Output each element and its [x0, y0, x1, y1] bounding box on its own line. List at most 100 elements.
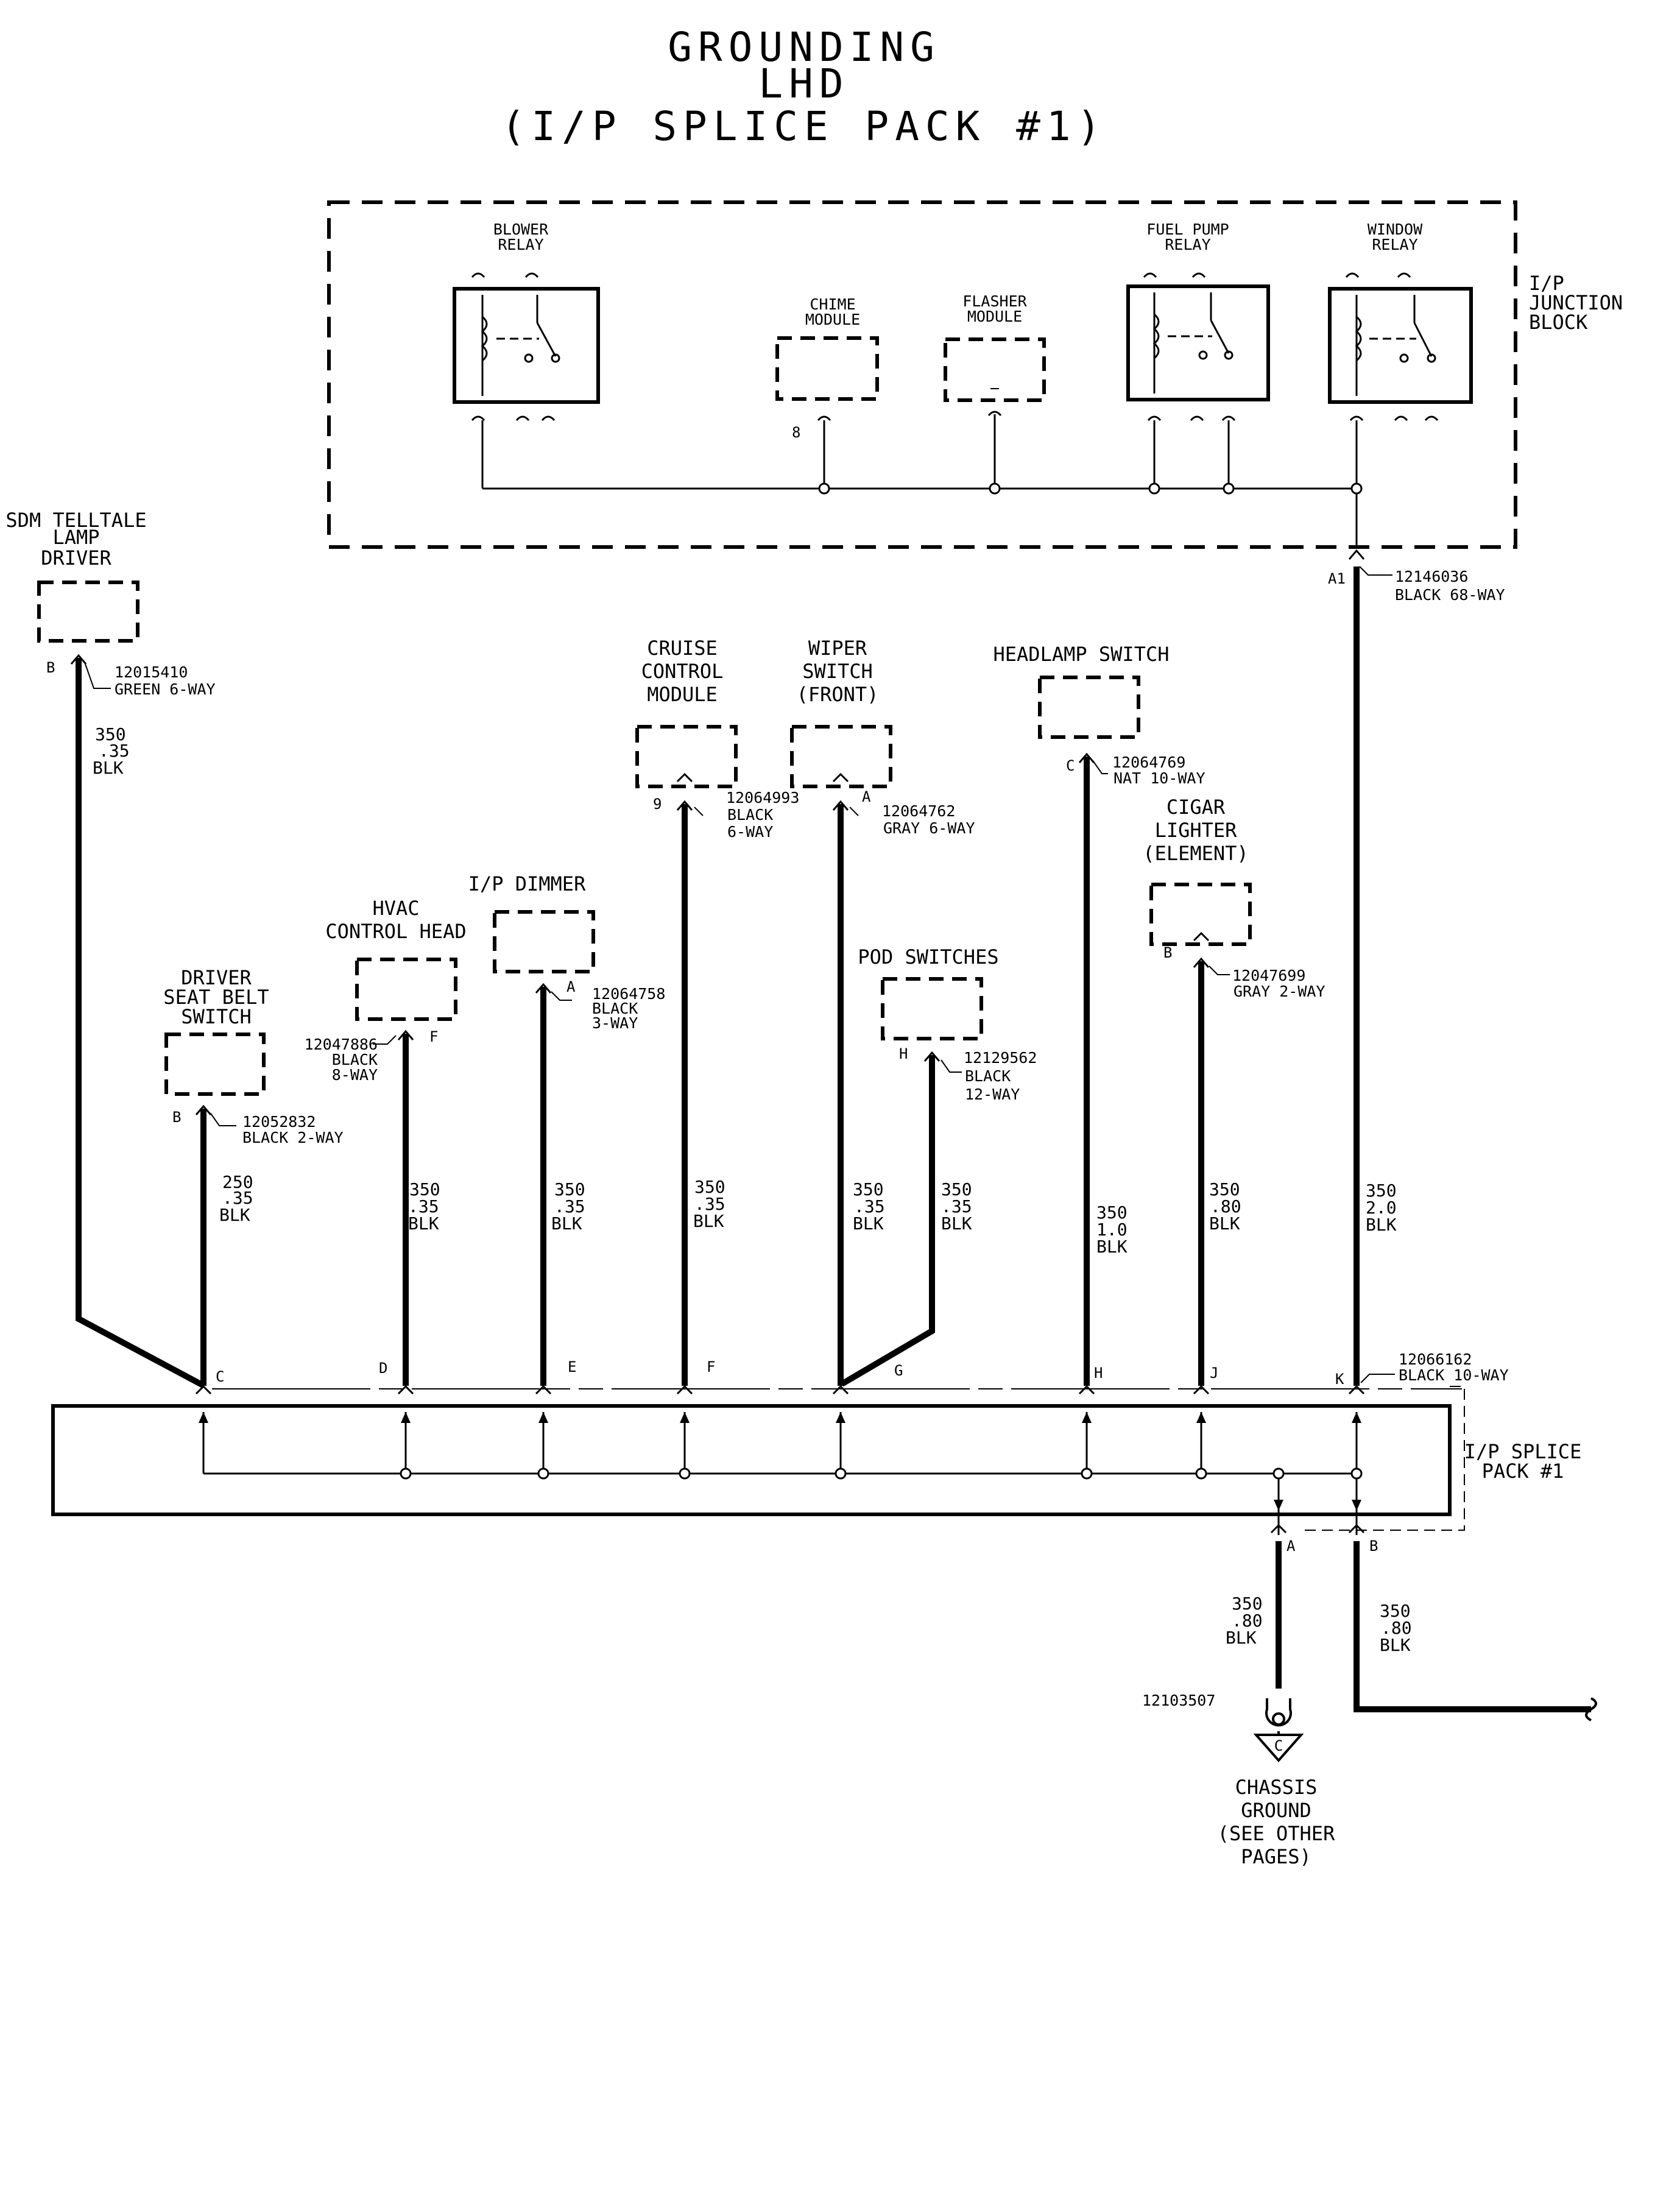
svg-text:.35: .35	[694, 1194, 725, 1214]
svg-text:BLK: BLK	[1209, 1213, 1240, 1234]
svg-text:BLK: BLK	[408, 1213, 439, 1234]
svg-text:.35: .35	[554, 1196, 585, 1216]
ground-wires	[76, 567, 1591, 1712]
svg-text:SWITCH: SWITCH	[802, 660, 873, 683]
svg-text:(FRONT): (FRONT)	[797, 683, 879, 706]
svg-text:BLK: BLK	[853, 1213, 884, 1234]
svg-text:(SEE OTHER: (SEE OTHER	[1218, 1822, 1335, 1845]
ip-dimmer: I/P DIMMER A 12064758 BLACK 3-WAY 350 .3…	[468, 872, 666, 1234]
diagram-title: GROUNDING LHD (I/P SPLICE PACK #1)	[501, 24, 1107, 150]
svg-text:.80: .80	[1381, 1618, 1412, 1638]
svg-text:12066162: 12066162	[1399, 1350, 1472, 1368]
svg-text:BLK: BLK	[693, 1211, 724, 1231]
svg-text:SDM TELLTALE: SDM TELLTALE	[5, 509, 146, 532]
blower-relay: BLOWER RELAY	[453, 221, 600, 422]
svg-text:H: H	[899, 1045, 908, 1062]
svg-text:12064758: 12064758	[592, 985, 665, 1003]
svg-text:A: A	[1286, 1537, 1296, 1555]
svg-text:A: A	[862, 788, 871, 805]
svg-text:B: B	[46, 659, 55, 676]
svg-text:BLK: BLK	[1226, 1628, 1257, 1648]
svg-text:12015410: 12015410	[115, 663, 188, 681]
svg-text:A: A	[566, 978, 576, 995]
svg-text:12064769: 12064769	[1112, 754, 1185, 771]
chassis-ground: 12103507 C CHASSIS GROUND (SEE OTHER PAG…	[1142, 1692, 1335, 1868]
fuel-pump-relay: FUEL PUMP RELAY	[1126, 221, 1270, 422]
splice-pack-terminals	[195, 1385, 1365, 1534]
splice-pack-bus-arrows	[199, 1412, 1361, 1511]
title-line-3: (I/P SPLICE PACK #1)	[501, 103, 1107, 150]
svg-text:H: H	[1094, 1364, 1103, 1382]
flasher-module: FLASHER MODULE	[944, 292, 1046, 417]
svg-text:CIGAR: CIGAR	[1166, 796, 1226, 819]
svg-text:RELAY: RELAY	[1165, 236, 1210, 253]
svg-text:BLK: BLK	[219, 1205, 250, 1225]
svg-text:6-WAY: 6-WAY	[727, 823, 773, 841]
svg-text:CRUISE: CRUISE	[647, 637, 718, 660]
svg-text:PAGES): PAGES)	[1241, 1845, 1311, 1868]
svg-text:CONTROL: CONTROL	[641, 660, 724, 683]
svg-text:(ELEMENT): (ELEMENT)	[1143, 842, 1248, 865]
jb-bus-splice-dots	[818, 482, 1363, 495]
hvac-control-head: HVAC CONTROL HEAD F 12047886 BLACK 8-WAY…	[305, 897, 467, 1234]
svg-text:SEAT BELT: SEAT BELT	[163, 986, 269, 1009]
svg-text:LIGHTER: LIGHTER	[1155, 819, 1238, 842]
svg-text:350: 350	[1366, 1181, 1397, 1201]
ip-junction-block: I/P JUNCTION BLOCK BLOWER RELAY	[327, 200, 1623, 604]
svg-text:350: 350	[95, 724, 126, 744]
svg-text:350: 350	[1232, 1594, 1263, 1614]
svg-text:POD SWITCHES: POD SWITCHES	[858, 945, 998, 969]
wiper-switch-front: WIPER SWITCH (FRONT) A 12064762 GRAY 6-W…	[790, 637, 975, 1234]
svg-text:BLK: BLK	[1096, 1237, 1128, 1257]
svg-text:2.0: 2.0	[1366, 1198, 1397, 1218]
svg-text:350: 350	[554, 1179, 585, 1199]
svg-text:D: D	[379, 1360, 387, 1377]
svg-text:C: C	[1066, 757, 1075, 774]
svg-text:BLACK 2-WAY: BLACK 2-WAY	[242, 1129, 344, 1146]
svg-text:NAT 10-WAY: NAT 10-WAY	[1114, 769, 1205, 787]
chime-module: CHIME MODULE 8	[775, 295, 879, 441]
svg-text:B: B	[172, 1109, 181, 1126]
svg-text:C: C	[216, 1368, 224, 1385]
svg-text:.35: .35	[99, 741, 130, 761]
svg-text:CHASSIS: CHASSIS	[1235, 1776, 1318, 1799]
svg-text:K: K	[1335, 1371, 1344, 1388]
cigar-lighter-element: CIGAR LIGHTER (ELEMENT) B 12047699 GRAY …	[1143, 796, 1325, 1234]
jb-connector-a1: A1 12146036 BLACK 68-WAY	[1328, 549, 1505, 604]
svg-text:350: 350	[853, 1179, 884, 1199]
splice-pack-output-b: B 350 .80 BLK	[1369, 1537, 1412, 1655]
sdm-telltale-lamp-driver: SDM TELLTALE LAMP DRIVER B 12015410 GREE…	[5, 509, 215, 778]
svg-text:C: C	[1274, 1737, 1283, 1754]
svg-text:B: B	[1163, 944, 1172, 961]
svg-text:BLOCK: BLOCK	[1529, 311, 1588, 334]
svg-text:BLK: BLK	[1380, 1635, 1411, 1655]
svg-text:BLOWER: BLOWER	[493, 221, 549, 238]
splice-pack-output-a: A 350 .80 BLK	[1226, 1537, 1296, 1648]
svg-text:1.0: 1.0	[1096, 1220, 1128, 1240]
svg-text:BLACK: BLACK	[592, 1000, 638, 1017]
svg-text:RELAY: RELAY	[1372, 236, 1417, 253]
jb-internal-bus	[481, 414, 1358, 548]
svg-text:A1: A1	[1328, 570, 1346, 587]
chime-pin: 8	[792, 424, 800, 441]
ip-splice-pack-1: I/P SPLICE PACK #1 12066162 BLACK 10-WAY…	[51, 1350, 1581, 1655]
splice-pack-bus-dots	[400, 1467, 1363, 1480]
ground-part-number: 12103507	[1142, 1692, 1215, 1709]
svg-text:DRIVER: DRIVER	[41, 546, 111, 570]
splice-pack-internal-bus	[202, 1412, 1358, 1535]
svg-text:350: 350	[1209, 1179, 1240, 1199]
svg-text:BLACK: BLACK	[965, 1067, 1011, 1085]
svg-text:.35: .35	[854, 1196, 885, 1216]
svg-text:RELAY: RELAY	[498, 236, 543, 253]
svg-text:12064762: 12064762	[882, 802, 955, 820]
svg-text:12047886: 12047886	[305, 1036, 378, 1053]
svg-text:.35: .35	[941, 1196, 972, 1216]
svg-text:9: 9	[653, 796, 662, 813]
headlamp-switch: HEADLAMP SWITCH C 12064769 NAT 10-WAY 35…	[994, 643, 1205, 1257]
svg-text:HVAC: HVAC	[372, 897, 419, 920]
splice-pack-connector-label: 12066162 BLACK 10-WAY	[1360, 1350, 1509, 1384]
svg-text:250: 250	[222, 1172, 253, 1192]
svg-text:GROUND: GROUND	[1241, 1799, 1311, 1822]
svg-text:12-WAY: 12-WAY	[965, 1086, 1020, 1103]
pod-switches: POD SWITCHES H 12129562 BLACK 12-WAY 350…	[858, 945, 1037, 1234]
